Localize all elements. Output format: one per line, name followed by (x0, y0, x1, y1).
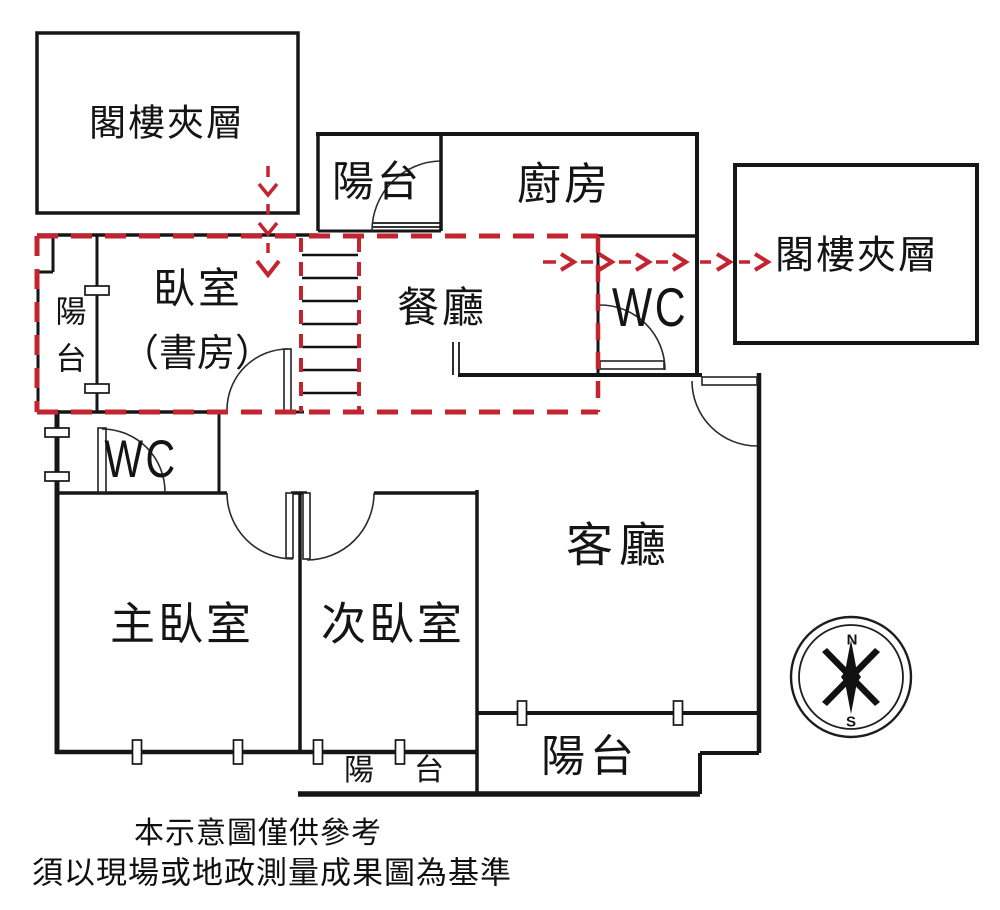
wc-lower-label: WC (104, 429, 178, 489)
wc-lower-door-leaf (97, 427, 107, 493)
bedroom-door-arc (226, 348, 289, 411)
compass-south-label: S (845, 713, 857, 731)
arrow-down-icon (255, 166, 281, 279)
master-door-arc (226, 492, 294, 560)
balcony-bottom-large-label: 陽台 (541, 732, 639, 781)
balcony-bottom-small-label: 陽台 (344, 754, 484, 787)
entrance-door-leaf (701, 376, 758, 386)
compass-north-label: N (846, 631, 858, 649)
balcony-left-label: 陽台 (50, 295, 86, 389)
master-door-leaf (285, 492, 294, 559)
second-door-leaf (302, 492, 311, 560)
dining-label: 餐廳 (396, 286, 488, 332)
windows (44, 285, 684, 765)
mezzanine-right-label: 閣樓夾層 (774, 234, 940, 278)
disclaimer-line2: 須以現場或地政測量成果圖為基準 (32, 855, 512, 891)
kitchen-label: 廚房 (517, 160, 611, 209)
bedroom-door-leaf (283, 348, 292, 412)
bedroom-alt-label: （書房） (120, 333, 274, 375)
second-bedroom-label: 次臥室 (320, 599, 466, 650)
living-label: 客廳 (566, 520, 672, 573)
wc-upper-door-arc (599, 304, 666, 371)
doors (97, 160, 758, 561)
stairs (302, 253, 358, 395)
wc-upper-door-leaf (599, 360, 665, 370)
entrance-door-arc (691, 380, 758, 447)
wc-lower-door-arc (101, 428, 166, 493)
compass-icon (789, 615, 913, 739)
mezzanine-left-box (35, 31, 300, 215)
mezzanine-outline-dashed (34, 233, 601, 415)
mezzanine-right-box (733, 163, 979, 345)
master-bedroom-label: 主臥室 (109, 599, 255, 650)
bedroom-label: 臥室 (152, 267, 244, 313)
balcony-top-label: 陽台 (331, 160, 423, 206)
arrow-right-icon (543, 252, 772, 272)
second-door-arc (306, 492, 375, 561)
wc-upper-label: WC (612, 277, 688, 339)
disclaimer-line1: 本示意圖僅供參考 (134, 817, 382, 850)
mezzanine-left-label: 閣樓夾層 (89, 103, 245, 145)
kitchen-balcony-door-arc (371, 160, 441, 232)
